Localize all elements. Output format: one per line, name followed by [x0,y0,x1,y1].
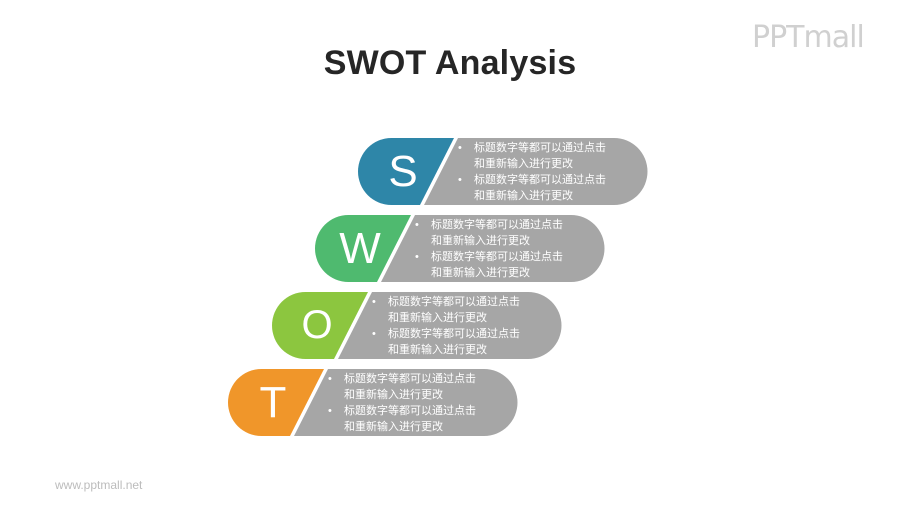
footer-url: www.pptmall.net [55,478,143,492]
row-shape [358,138,648,205]
swot-row-weaknesses: W • 标题数字等都可以通过点击和重新输入进行更改 • 标题数字等都可以通过点击和重… [315,215,605,282]
bullet-dot: • [415,219,419,231]
bullet-dot: • [328,405,332,417]
row-shape [228,369,518,436]
bullet-text: 和重新输入进行更改 [344,389,443,401]
bullet-text: 标题数字等都可以通过点击 [344,405,476,417]
swot-row-opportunities: O • 标题数字等都可以通过点击和重新输入进行更改 • 标题数字等都可以通过点击和重… [272,292,562,359]
row-bullets: • 标题数字等都可以通过点击和重新输入进行更改 • 标题数字等都可以通过点击和重新输… [328,371,508,435]
bullet-text: 标题数字等都可以通过点击 [431,251,563,263]
bullet-dot: • [415,251,419,263]
bullet-item: • 标题数字等都可以通过点击和重新输入进行更改 [372,294,552,326]
row-shape [315,215,605,282]
bullet-text: 标题数字等都可以通过点击 [344,373,476,385]
bullet-text: 标题数字等都可以通过点击 [431,219,563,231]
bullet-dot: • [458,174,462,186]
bullet-text: 标题数字等都可以通过点击 [388,296,520,308]
bullet-text: 和重新输入进行更改 [474,190,573,202]
bullet-dot: • [372,296,376,308]
page-title: SWOT Analysis [323,44,577,82]
bullet-item: • 标题数字等都可以通过点击和重新输入进行更改 [328,371,508,403]
bullet-text: 和重新输入进行更改 [344,421,443,433]
swot-row-strengths: S • 标题数字等都可以通过点击和重新输入进行更改 • 标题数字等都可以通过点击和重… [358,138,648,205]
row-shape [272,292,562,359]
row-bullets: • 标题数字等都可以通过点击和重新输入进行更改 • 标题数字等都可以通过点击和重新输… [415,217,595,281]
row-bullets: • 标题数字等都可以通过点击和重新输入进行更改 • 标题数字等都可以通过点击和重新输… [458,140,638,204]
bullet-item: • 标题数字等都可以通过点击和重新输入进行更改 [458,172,638,204]
bullet-text: 和重新输入进行更改 [431,267,530,279]
swot-row-threats: T • 标题数字等都可以通过点击和重新输入进行更改 • 标题数字等都可以通过点击和重… [228,369,518,436]
bullet-text: 和重新输入进行更改 [388,344,487,356]
bullet-text: 和重新输入进行更改 [388,312,487,324]
bullet-item: • 标题数字等都可以通过点击和重新输入进行更改 [415,249,595,281]
bullet-item: • 标题数字等都可以通过点击和重新输入进行更改 [328,403,508,435]
pptmall-logo: PPTmall [752,20,865,55]
row-bullets: • 标题数字等都可以通过点击和重新输入进行更改 • 标题数字等都可以通过点击和重新输… [372,294,552,358]
swot-letter-t: T [259,378,287,427]
swot-letter-s: S [388,147,418,196]
swot-letter-o: O [301,303,333,347]
bullet-item: • 标题数字等都可以通过点击和重新输入进行更改 [372,326,552,358]
bullet-text: 和重新输入进行更改 [474,158,573,170]
bullet-item: • 标题数字等都可以通过点击和重新输入进行更改 [458,140,638,172]
bullet-text: 标题数字等都可以通过点击 [474,142,606,154]
bullet-item: • 标题数字等都可以通过点击和重新输入进行更改 [415,217,595,249]
bullet-text: 标题数字等都可以通过点击 [388,328,520,340]
swot-letter-w: W [339,224,381,273]
bullet-text: 标题数字等都可以通过点击 [474,174,606,186]
bullet-dot: • [458,142,462,154]
bullet-dot: • [372,328,376,340]
bullet-dot: • [328,373,332,385]
bullet-text: 和重新输入进行更改 [431,235,530,247]
